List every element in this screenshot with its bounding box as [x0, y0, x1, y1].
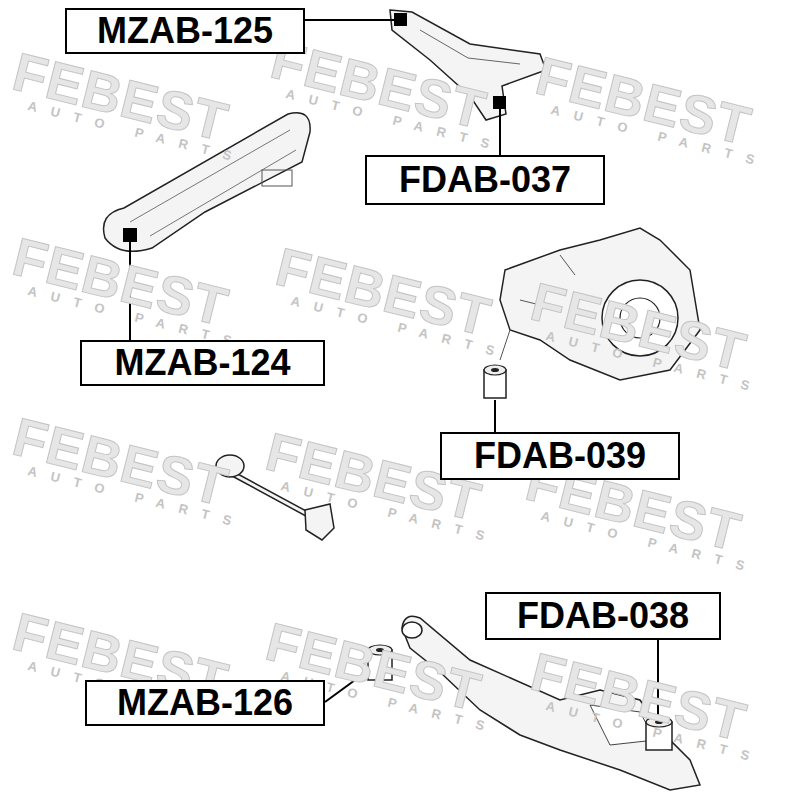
- knuckle-hub: [602, 280, 678, 356]
- part-number-box: FDAB-038: [485, 592, 721, 640]
- arm-detail: [420, 30, 520, 64]
- marker-square: [394, 13, 407, 26]
- watermark-subtitle: AUTO PARTS: [544, 698, 764, 767]
- watermark: FEBEST: [7, 405, 235, 518]
- leader-line: [494, 400, 496, 432]
- watermark-subtitle: AUTO PARTS: [544, 328, 764, 397]
- leader-line: [129, 240, 131, 340]
- leader-line: [305, 19, 394, 21]
- marker-square: [123, 228, 137, 242]
- bushing: [646, 717, 672, 727]
- part-number: FDAB-037: [399, 162, 571, 198]
- watermark-subtitle: AUTO PARTS: [284, 86, 504, 155]
- knuckle: [500, 228, 700, 380]
- leader-line: [499, 108, 501, 155]
- leader-line: [657, 640, 659, 716]
- watermark: FEBEST: [270, 235, 498, 348]
- part-number: FDAB-039: [474, 438, 646, 474]
- part-number-box: MZAB-124: [80, 340, 325, 386]
- toe-link-eye: [216, 455, 244, 477]
- part-number-box: FDAB-037: [365, 155, 605, 205]
- bushing: [376, 648, 384, 652]
- bushing: [491, 368, 499, 372]
- bushing: [655, 720, 663, 724]
- watermark-subtitle: AUTO PARTS: [26, 98, 246, 167]
- knuckle-detail: [500, 255, 575, 360]
- part-number-box: FDAB-039: [440, 432, 680, 480]
- part-number: FDAB-038: [517, 598, 689, 634]
- arm-eye: [402, 622, 422, 638]
- part-number: MZAB-124: [114, 345, 290, 381]
- knuckle-hub: [620, 298, 660, 338]
- part-number: MZAB-126: [117, 685, 293, 721]
- toe-link-clevis: [305, 504, 334, 540]
- lateral-arm: [104, 113, 311, 252]
- watermark: FEBEST: [525, 640, 753, 753]
- watermark-subtitle: AUTO PARTS: [279, 478, 499, 547]
- watermark: FEBEST: [7, 225, 235, 338]
- watermark: FEBEST: [525, 270, 753, 383]
- watermark: FEBEST: [530, 44, 758, 157]
- arm-detail: [262, 170, 292, 186]
- leader-line: [325, 672, 366, 702]
- lower-arm: [402, 616, 700, 790]
- part-number-box: MZAB-126: [85, 680, 325, 726]
- part-number: MZAB-125: [97, 13, 273, 49]
- watermark: FEBEST: [7, 40, 235, 153]
- watermark-subtitle: AUTO PARTS: [26, 463, 246, 532]
- part-number-box: MZAB-125: [65, 8, 305, 54]
- watermark-subtitle: AUTO PARTS: [539, 508, 759, 577]
- bushing: [368, 645, 392, 655]
- arm-detail: [130, 130, 296, 236]
- upper-arm: [390, 10, 546, 120]
- bushing: [484, 365, 506, 375]
- marker-square: [493, 96, 506, 109]
